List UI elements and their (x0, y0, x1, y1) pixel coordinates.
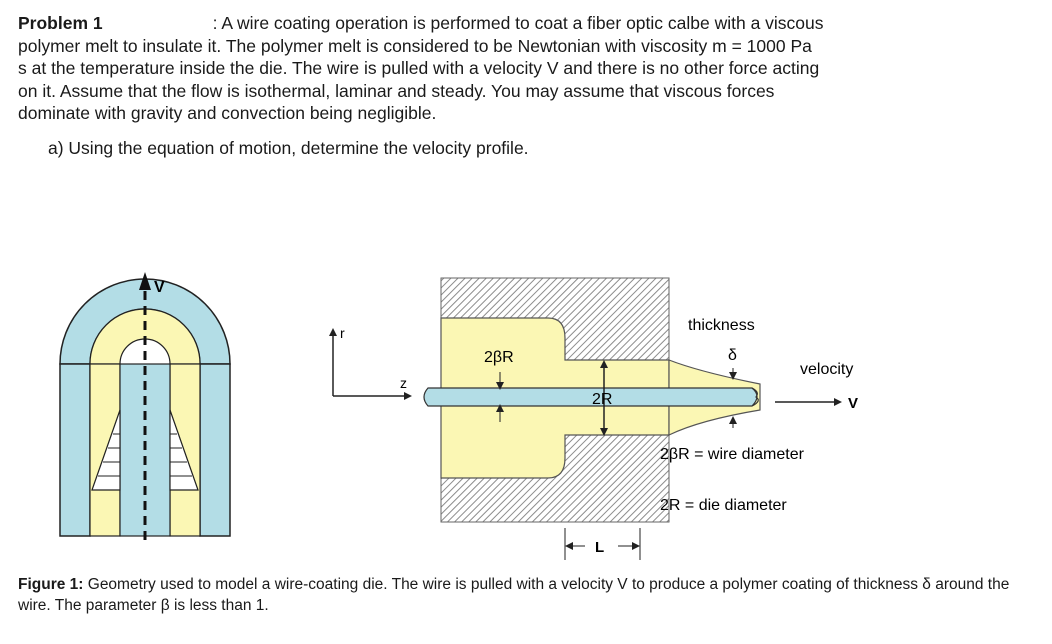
figure-caption: Figure 1: Geometry used to model a wire-… (18, 574, 1028, 616)
delta-label: δ (728, 347, 737, 364)
die-radius-label: 2R (592, 391, 612, 408)
die-diameter-legend: 2R = die diameter (660, 497, 787, 514)
r-axis-label: r (340, 325, 345, 341)
problem-line-1: Problem 1: A wire coating operation is p… (18, 12, 1018, 35)
velocity-V-label: V (848, 395, 858, 412)
die-cross-section: r z 2βR 2R thickness δ velocity V 2βR = … (329, 277, 858, 560)
problem-text-1: A wire coating operation is performed to… (221, 13, 824, 33)
length-label: L (595, 539, 604, 556)
problem-text-4: on it. Assume that the flow is isotherma… (18, 80, 775, 101)
wire-radius-label: 2βR (484, 349, 514, 366)
problem-statement: Problem 1: A wire coating operation is p… (18, 12, 1018, 125)
wire (423, 387, 758, 407)
problem-heading: Problem 1 (18, 13, 103, 33)
left-velocity-label: V (154, 279, 165, 296)
die-cutaway-illustration: V (59, 272, 231, 540)
caption-text: Geometry used to model a wire-coating di… (18, 576, 1010, 614)
question-a: a) Using the equation of motion, determi… (48, 138, 529, 158)
thickness-label: thickness (688, 317, 755, 334)
velocity-arrowhead (139, 272, 151, 290)
velocity-profile-left (91, 409, 121, 491)
die-left-wall (59, 363, 91, 537)
caption-label: Figure 1: (18, 576, 84, 593)
velocity-label: velocity (800, 361, 853, 378)
problem-text-2: polymer melt to insulate it. The polymer… (18, 35, 812, 56)
wire-diameter-legend: 2βR = wire diameter (660, 446, 805, 463)
z-axis-label: z (400, 375, 407, 391)
problem-text-5: dominate with gravity and convection bei… (18, 103, 437, 123)
problem-text-3: s at the temperature inside the die. The… (18, 58, 820, 78)
die-right-wall (199, 363, 231, 537)
velocity-profile-right (169, 409, 199, 491)
problem-colon: : (212, 13, 218, 33)
